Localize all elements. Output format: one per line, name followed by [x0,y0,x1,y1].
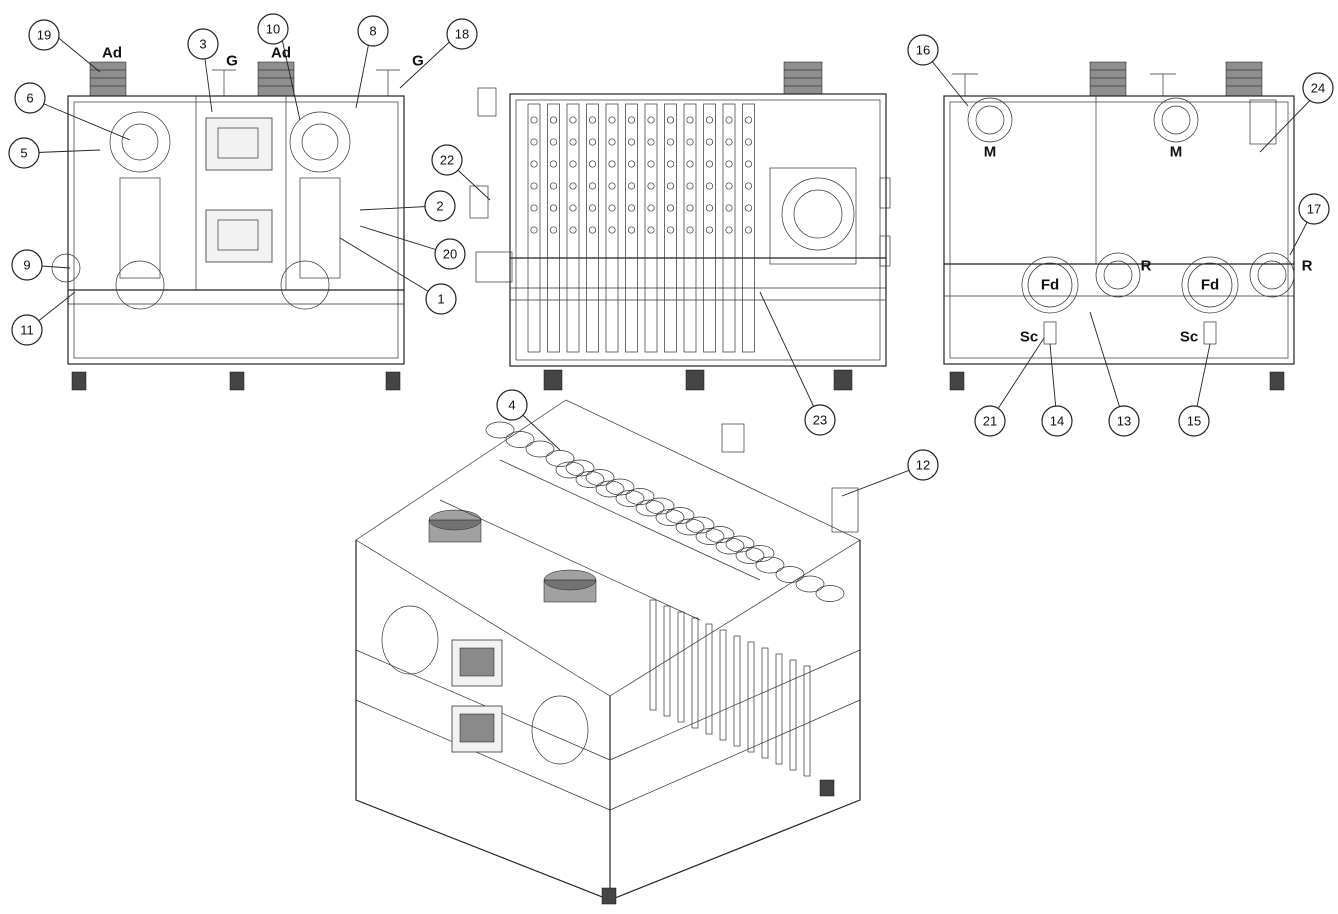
callout-number: 20 [443,247,457,262]
callout-balloon: 9 [11,249,43,281]
callout-balloon: 8 [357,15,389,47]
callout-balloon: 6 [14,82,46,114]
callout-number: 5 [20,146,27,161]
callout-balloon: 20 [434,238,466,270]
callout-number: 6 [26,91,33,106]
port-labels: Ad G Ad G M M R R Fd Fd Sc Sc [102,45,1313,346]
callout-balloon: 21 [974,405,1006,437]
callout-balloon: 4 [496,389,528,421]
port-label-m-right: M [1170,144,1183,161]
callout-balloon: 2 [424,190,456,222]
port-label-sc-right: Sc [1180,329,1198,346]
rear-view [943,61,1295,391]
port-label-m-left: M [984,144,997,161]
callout-balloon: 17 [1298,193,1330,225]
isometric-electrode-rows [485,421,845,777]
port-label-fd-right: Fd [1201,277,1219,294]
port-label-ad-front-right: Ad [271,45,291,62]
callout-number: 22 [440,153,454,168]
callout-number: 23 [813,413,827,428]
callout-number: 13 [1117,414,1131,429]
callout-number: 4 [508,398,515,413]
callout-balloon: 5 [8,137,40,169]
callout-number: 16 [916,43,930,58]
leader-lines [23,29,1321,497]
front-filter-drum-left [89,61,127,97]
callout-number: 21 [983,414,997,429]
callout-balloon: 18 [446,18,478,50]
callout-balloon: 19 [28,19,60,51]
callout-number: 15 [1187,414,1201,429]
callout-balloon: 1 [425,283,457,315]
callout-number: 3 [199,37,206,52]
callout-balloon: 3 [187,28,219,60]
callout-balloon: 16 [907,34,939,66]
callout-balloon: 14 [1041,405,1073,437]
callout-number: 17 [1307,202,1321,217]
callout-number: 19 [37,28,51,43]
callout-number: 11 [20,323,34,338]
callout-number: 9 [23,258,30,273]
side-view [469,61,891,391]
callout-balloon: 11 [11,314,43,346]
callout-balloon: 15 [1178,405,1210,437]
callout-balloon: 22 [431,144,463,176]
port-label-g-front-left: G [226,53,238,70]
callout-balloon: 24 [1302,72,1334,104]
port-label-fd-left: Fd [1041,277,1059,294]
callout-balloon: 13 [1108,405,1140,437]
isometric-view [355,399,861,905]
port-label-ad-front-left: Ad [102,45,122,62]
callout-number: 10 [266,22,280,37]
callout-balloon: 12 [907,449,939,481]
callout-number: 12 [916,458,930,473]
port-label-sc-left: Sc [1020,329,1038,346]
callout-number: 2 [436,199,443,214]
callout-balloon: 23 [804,404,836,436]
callout-number: 8 [369,24,376,39]
callout-number: 24 [1311,81,1325,96]
port-label-r-right: R [1302,258,1313,275]
callout-balloons: 19 3 10 8 18 6 5 2 20 9 1 11 22 23 4 12 … [8,13,1334,481]
port-label-g-front-right: G [412,53,424,70]
callout-balloon: 10 [257,13,289,45]
callout-number: 14 [1050,414,1064,429]
front-view [51,61,405,391]
port-label-r-left: R [1141,258,1152,275]
callout-number: 1 [437,292,444,307]
callout-number: 18 [455,27,469,42]
electrode-stack [527,103,755,353]
